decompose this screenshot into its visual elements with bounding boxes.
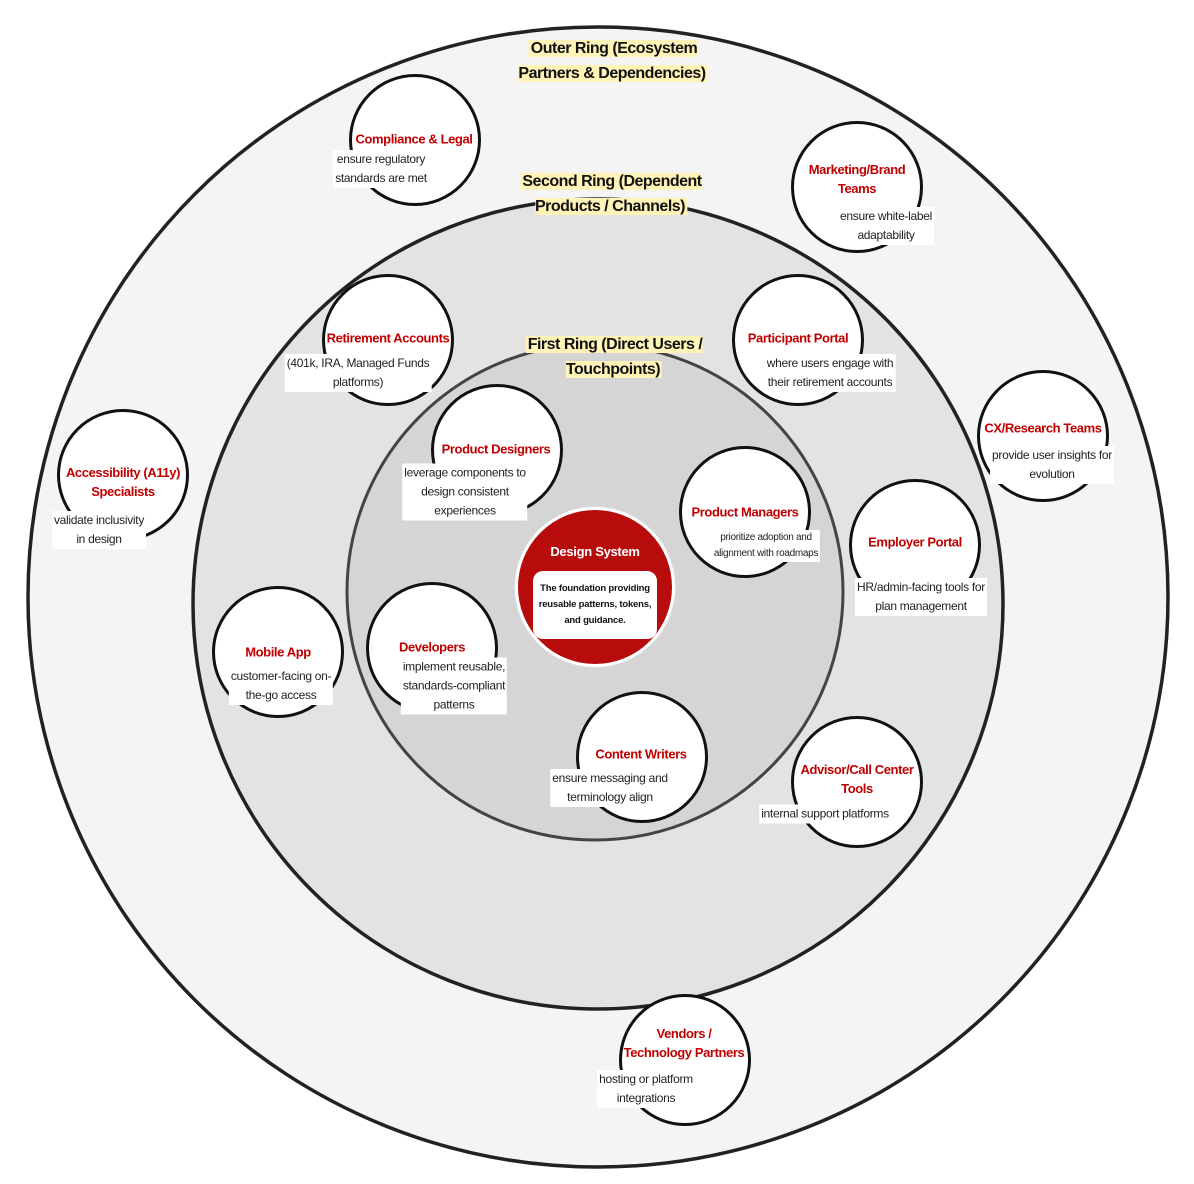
stakeholder-node-title: Product Managers	[691, 504, 799, 520]
stakeholder-node-description: provide user insights for evolution	[990, 446, 1114, 484]
stakeholder-node-description: prioritize adoption and alignment with r…	[711, 530, 821, 562]
stakeholder-node-description: ensure white-label adaptability	[838, 207, 934, 245]
stakeholder-node-description: ensure messaging and terminology align	[550, 769, 670, 807]
core-title: Design System	[550, 544, 640, 559]
stakeholder-node-title: Participant Portal	[747, 330, 849, 346]
stakeholder-node-title: Marketing/Brand Teams	[808, 162, 906, 196]
outer-ring-label: Outer Ring (Ecosystem Partners & Depende…	[518, 36, 708, 86]
core-description: The foundation providing reusable patter…	[533, 571, 657, 639]
stakeholder-node-title: Advisor/Call Center Tools	[800, 762, 914, 796]
stakeholder-node-description: validate inclusivity in design	[51, 511, 147, 549]
stakeholder-node-description: internal support platforms	[759, 804, 891, 824]
stakeholder-node-title: Product Designers	[441, 441, 551, 457]
stakeholder-node-description: hosting or platform integrations	[597, 1070, 695, 1108]
stakeholder-node-title: Compliance & Legal	[355, 131, 473, 147]
stakeholder-node-description: ensure regulatory standards are met	[333, 150, 429, 188]
stakeholder-node-description: leverage components to design consistent…	[402, 463, 528, 521]
first-ring-label: First Ring (Direct Users / Touchpoints)	[525, 332, 703, 382]
second-ring-label-text: Second Ring (Dependent Products / Channe…	[520, 173, 702, 215]
design-system-core: Design System The foundation providing r…	[515, 507, 675, 667]
stakeholder-node-description: (401k, IRA, Managed Funds platforms)	[284, 354, 432, 392]
stakeholder-node-title: Developers	[398, 639, 466, 655]
stakeholder-node-description: implement reusable, standards-compliant …	[400, 657, 508, 715]
stakeholder-node-title: Mobile App	[245, 644, 311, 660]
stakeholder-node-title: CX/Research Teams	[984, 420, 1102, 436]
stakeholder-node-description: where users engage with their retirement…	[764, 354, 896, 392]
stakeholder-node-title: Retirement Accounts	[326, 330, 450, 346]
stakeholder-node-description: HR/admin-facing tools for plan managemen…	[855, 578, 987, 616]
stakeholder-node-title: Content Writers	[595, 746, 687, 762]
stakeholder-node-title: Vendors / Technology Partners	[623, 1026, 745, 1060]
stakeholder-node-title: Employer Portal	[868, 534, 962, 550]
stakeholder-node-description: customer-facing on- the-go access	[228, 667, 334, 705]
outer-ring-label-text: Outer Ring (Ecosystem Partners & Depende…	[518, 40, 708, 82]
second-ring-label: Second Ring (Dependent Products / Channe…	[520, 169, 702, 219]
stakeholder-node-circle	[791, 716, 923, 848]
stakeholder-node-title: Accessibility (A11y) Specialists	[65, 465, 181, 499]
first-ring-label-text: First Ring (Direct Users / Touchpoints)	[525, 336, 703, 378]
